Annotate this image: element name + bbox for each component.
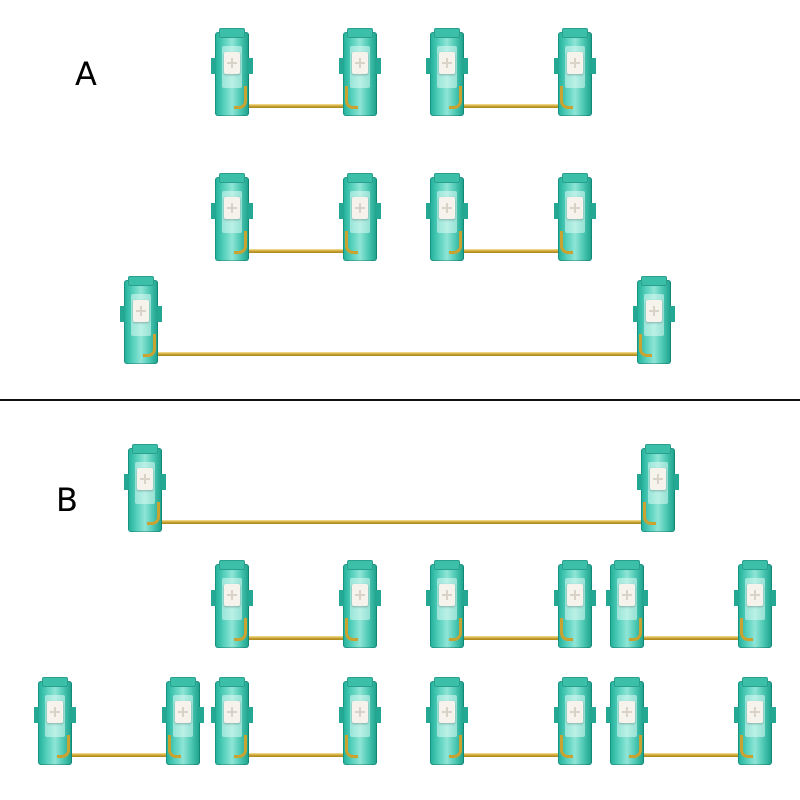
stabilizer-wire bbox=[233, 104, 361, 108]
stabilizer-set bbox=[211, 28, 381, 118]
stabilizer-set bbox=[211, 677, 381, 767]
stabilizer-wire bbox=[142, 352, 655, 356]
stabilizer-set bbox=[120, 276, 675, 366]
stabilizer-set bbox=[211, 173, 381, 263]
stabilizer-housing bbox=[211, 560, 253, 648]
stabilizer-housing bbox=[339, 560, 381, 648]
stabilizer-housing bbox=[426, 677, 468, 765]
stabilizer-housing bbox=[637, 444, 679, 532]
stabilizer-housing bbox=[339, 677, 381, 765]
stabilizer-wire bbox=[628, 753, 756, 757]
stabilizer-wire bbox=[146, 520, 659, 524]
stabilizer-housing bbox=[606, 677, 648, 765]
stabilizer-housing bbox=[426, 28, 468, 116]
stabilizer-set bbox=[426, 560, 596, 650]
stabilizer-housing bbox=[162, 677, 204, 765]
stabilizer-housing bbox=[734, 560, 776, 648]
stabilizer-set bbox=[606, 560, 776, 650]
section-divider bbox=[0, 399, 800, 401]
stabilizer-wire bbox=[233, 636, 361, 640]
stabilizer-wire bbox=[448, 249, 576, 253]
stabilizer-housing bbox=[606, 560, 648, 648]
stabilizer-housing bbox=[554, 173, 596, 261]
stabilizer-wire bbox=[448, 636, 576, 640]
stabilizer-wire bbox=[56, 753, 184, 757]
stabilizer-housing bbox=[554, 28, 596, 116]
stabilizer-housing bbox=[633, 276, 675, 364]
stabilizer-housing bbox=[339, 28, 381, 116]
stabilizer-set bbox=[124, 444, 679, 534]
section-label-a: A bbox=[75, 55, 97, 93]
stabilizer-housing bbox=[211, 173, 253, 261]
stabilizer-wire bbox=[628, 636, 756, 640]
stabilizer-housing bbox=[554, 677, 596, 765]
stabilizer-housing bbox=[124, 444, 166, 532]
stabilizer-housing bbox=[426, 560, 468, 648]
stabilizer-housing bbox=[734, 677, 776, 765]
section-label-b: B bbox=[56, 481, 78, 519]
stabilizer-housing bbox=[554, 560, 596, 648]
stabilizer-housing bbox=[34, 677, 76, 765]
stabilizer-housing bbox=[211, 677, 253, 765]
stabilizer-housing bbox=[339, 173, 381, 261]
stabilizer-wire bbox=[448, 753, 576, 757]
stabilizer-set bbox=[606, 677, 776, 767]
stabilizer-housing bbox=[426, 173, 468, 261]
stabilizer-housing bbox=[211, 28, 253, 116]
stabilizer-housing bbox=[120, 276, 162, 364]
stabilizer-wire bbox=[448, 104, 576, 108]
stabilizer-set bbox=[426, 28, 596, 118]
stabilizer-wire bbox=[233, 753, 361, 757]
stabilizer-wire bbox=[233, 249, 361, 253]
stabilizer-set bbox=[426, 677, 596, 767]
stabilizer-set bbox=[426, 173, 596, 263]
stabilizer-set bbox=[34, 677, 204, 767]
stabilizer-set bbox=[211, 560, 381, 650]
